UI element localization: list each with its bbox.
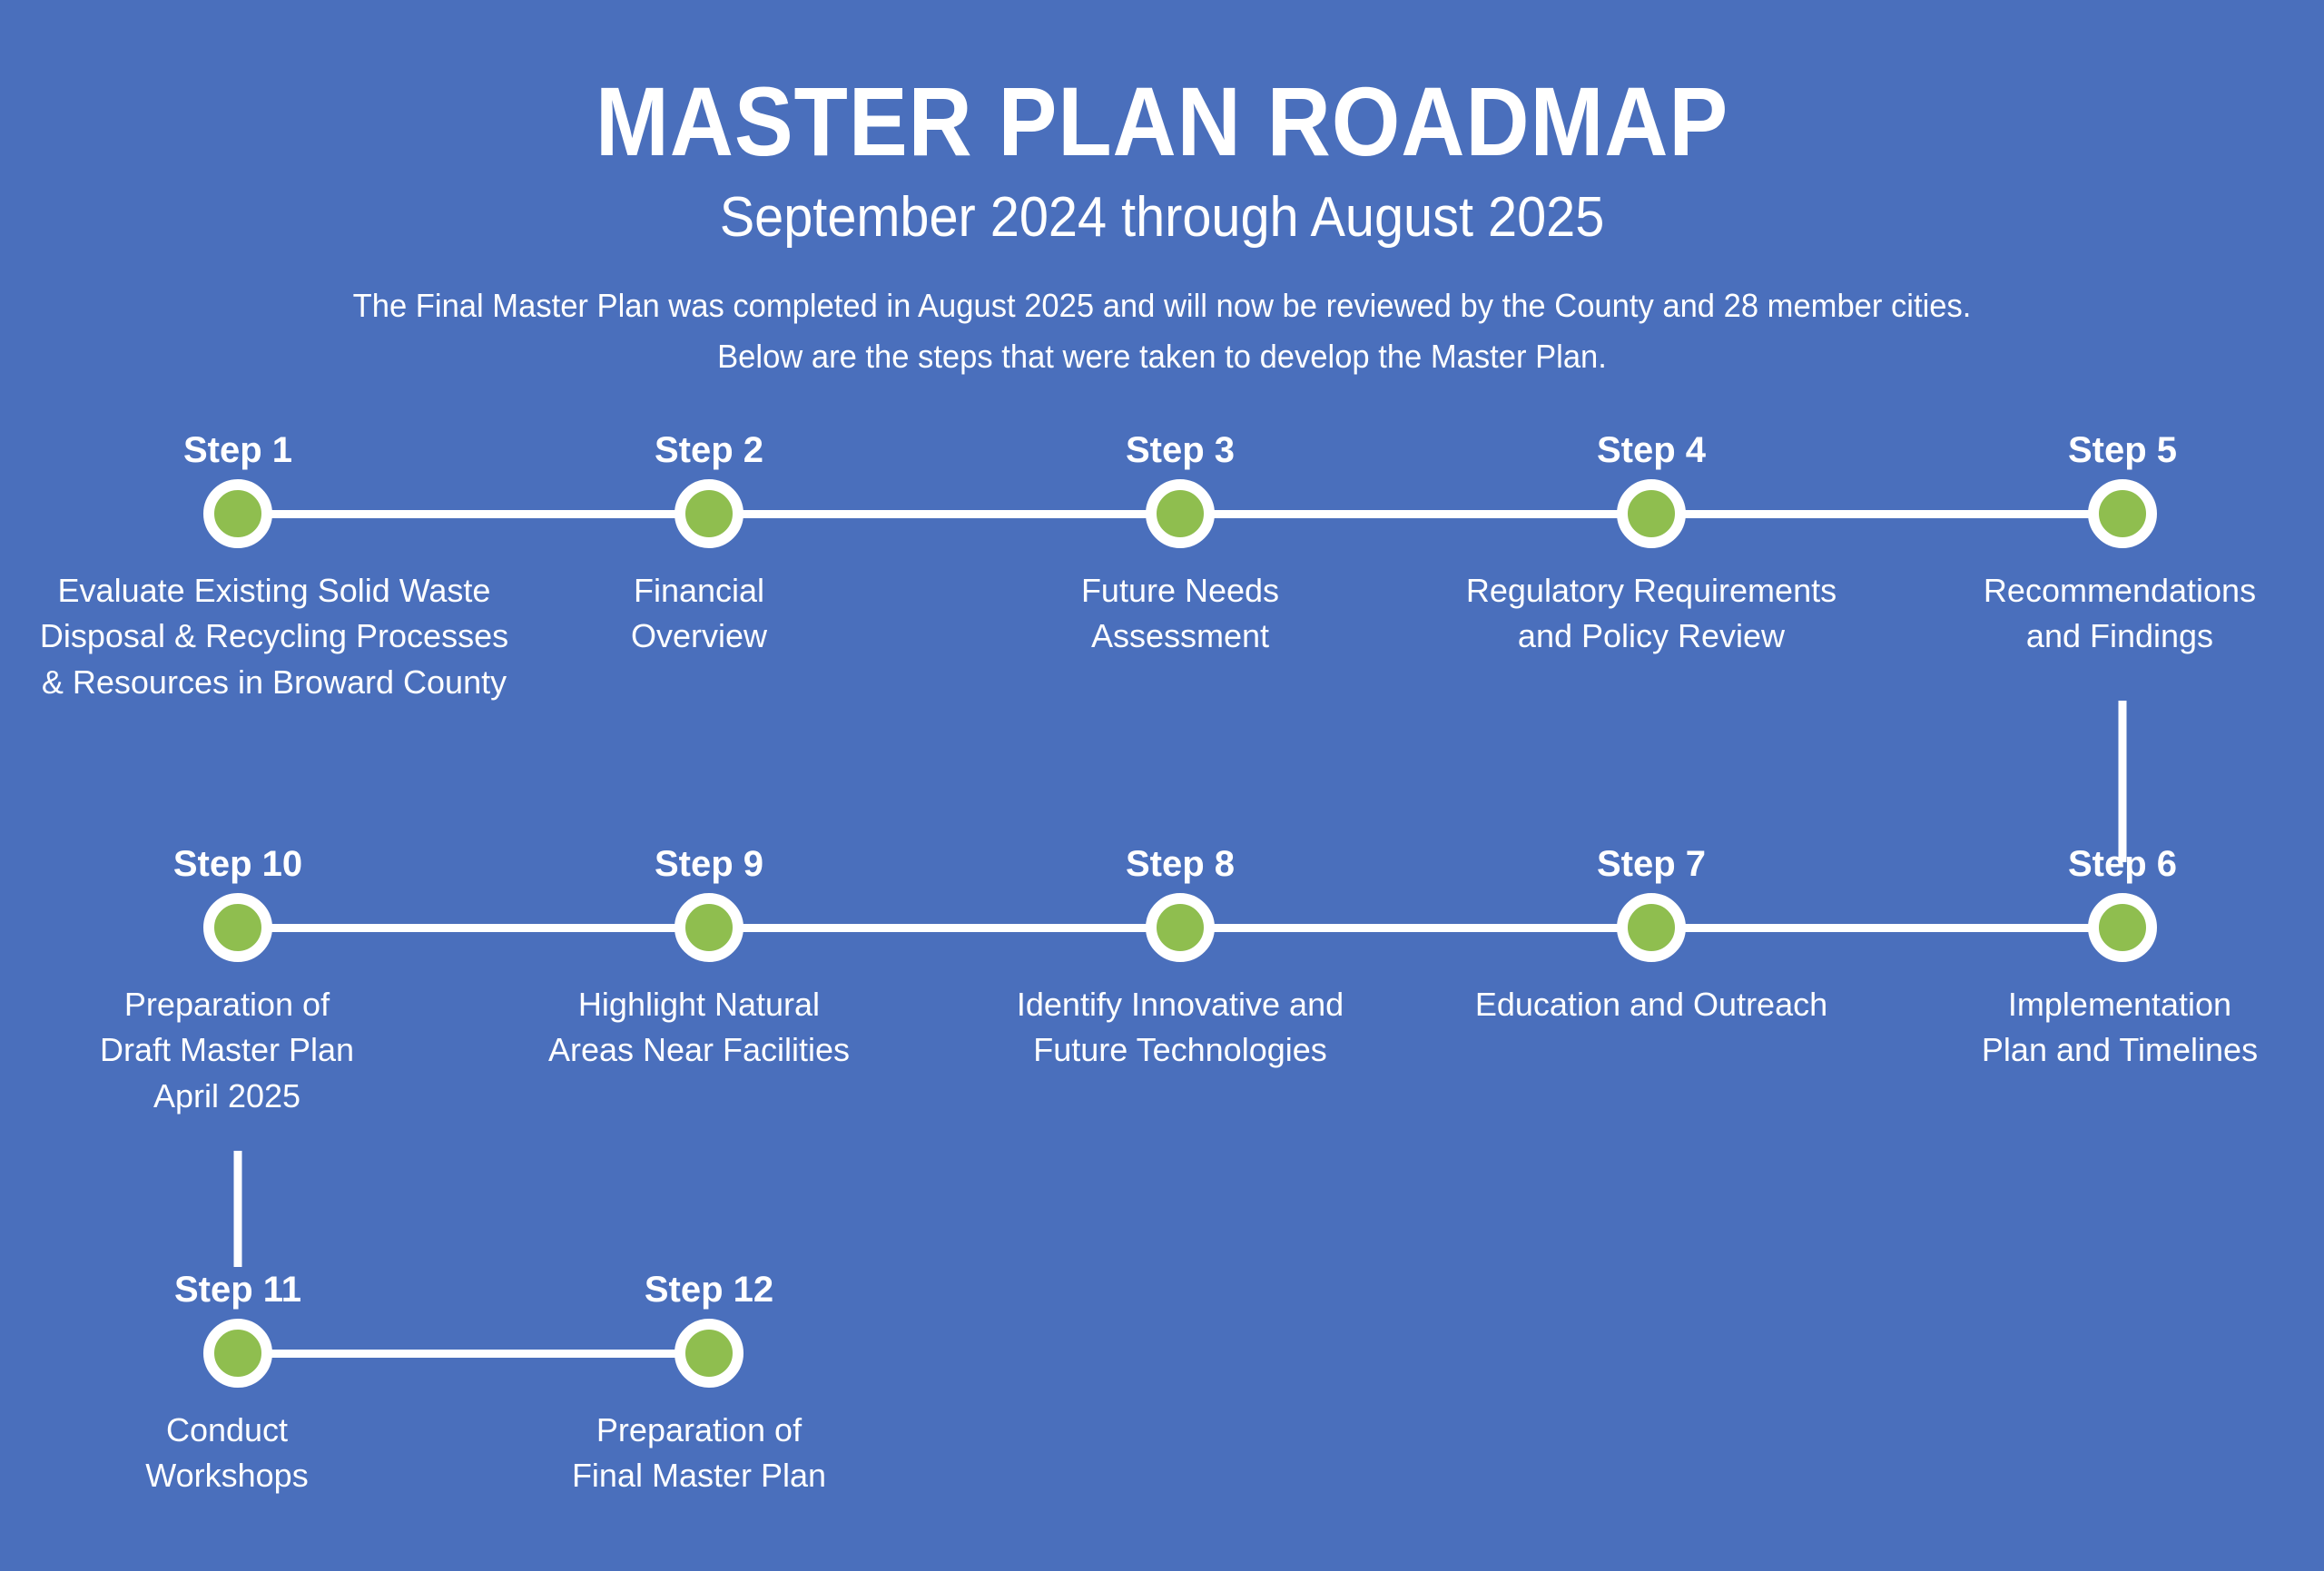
step-description-6: Implementation Plan and Timelines bbox=[1981, 986, 2259, 1069]
step-node-12[interactable] bbox=[675, 1319, 743, 1388]
step-description-4: Regulatory Requirements and Policy Revie… bbox=[1465, 572, 1837, 655]
connector-step10-step11 bbox=[233, 1151, 242, 1267]
step-node-5[interactable] bbox=[2088, 479, 2157, 548]
step-label-12: Step 12 bbox=[644, 1270, 774, 1310]
step-description-1: Evaluate Existing Solid Waste Disposal &… bbox=[39, 572, 509, 701]
step-description-12: Preparation of Final Master Plan bbox=[571, 1411, 827, 1495]
step-label-5: Step 5 bbox=[2067, 430, 2178, 470]
page-subtitle: September 2024 through August 2025 bbox=[719, 186, 1605, 249]
description-line-1: The Final Master Plan was completed in A… bbox=[352, 287, 1972, 325]
header: MASTER PLAN ROADMAP September 2024 throu… bbox=[0, 0, 2324, 382]
step-description-2: Financial Overview bbox=[630, 572, 768, 655]
step-label-10: Step 10 bbox=[172, 844, 303, 884]
step-node-6[interactable] bbox=[2088, 893, 2157, 962]
step-label-3: Step 3 bbox=[1125, 430, 1236, 470]
step-label-9: Step 9 bbox=[654, 844, 764, 884]
step-description-10: Preparation of Draft Master Plan April 2… bbox=[99, 986, 355, 1114]
step-node-7[interactable] bbox=[1617, 893, 1686, 962]
step-node-9[interactable] bbox=[675, 893, 743, 962]
step-node-11[interactable] bbox=[203, 1319, 272, 1388]
step-description-8: Identify Innovative and Future Technolog… bbox=[1016, 986, 1344, 1069]
step-node-8[interactable] bbox=[1146, 893, 1215, 962]
step-label-7: Step 7 bbox=[1596, 844, 1707, 884]
step-node-1[interactable] bbox=[203, 479, 272, 548]
step-description-5: Recommendations and Findings bbox=[1983, 572, 2257, 655]
step-node-3[interactable] bbox=[1146, 479, 1215, 548]
step-node-10[interactable] bbox=[203, 893, 272, 962]
step-label-1: Step 1 bbox=[182, 430, 293, 470]
page-title: MASTER PLAN ROADMAP bbox=[595, 66, 1729, 176]
step-label-8: Step 8 bbox=[1125, 844, 1236, 884]
step-label-2: Step 2 bbox=[654, 430, 764, 470]
description-line-2: Below are the steps that were taken to d… bbox=[717, 338, 1607, 376]
step-description-7: Education and Outreach bbox=[1474, 986, 1828, 1023]
step-label-4: Step 4 bbox=[1596, 430, 1707, 470]
connector-step5-step6 bbox=[2118, 701, 2127, 862]
step-description-3: Future Needs Assessment bbox=[1080, 572, 1280, 655]
step-label-11: Step 11 bbox=[173, 1270, 302, 1310]
step-description-11: Conduct Workshops bbox=[145, 1411, 309, 1495]
timeline-line-row-3 bbox=[238, 1350, 709, 1358]
step-node-2[interactable] bbox=[675, 479, 743, 548]
step-node-4[interactable] bbox=[1617, 479, 1686, 548]
step-description-9: Highlight Natural Areas Near Facilities bbox=[547, 986, 851, 1069]
